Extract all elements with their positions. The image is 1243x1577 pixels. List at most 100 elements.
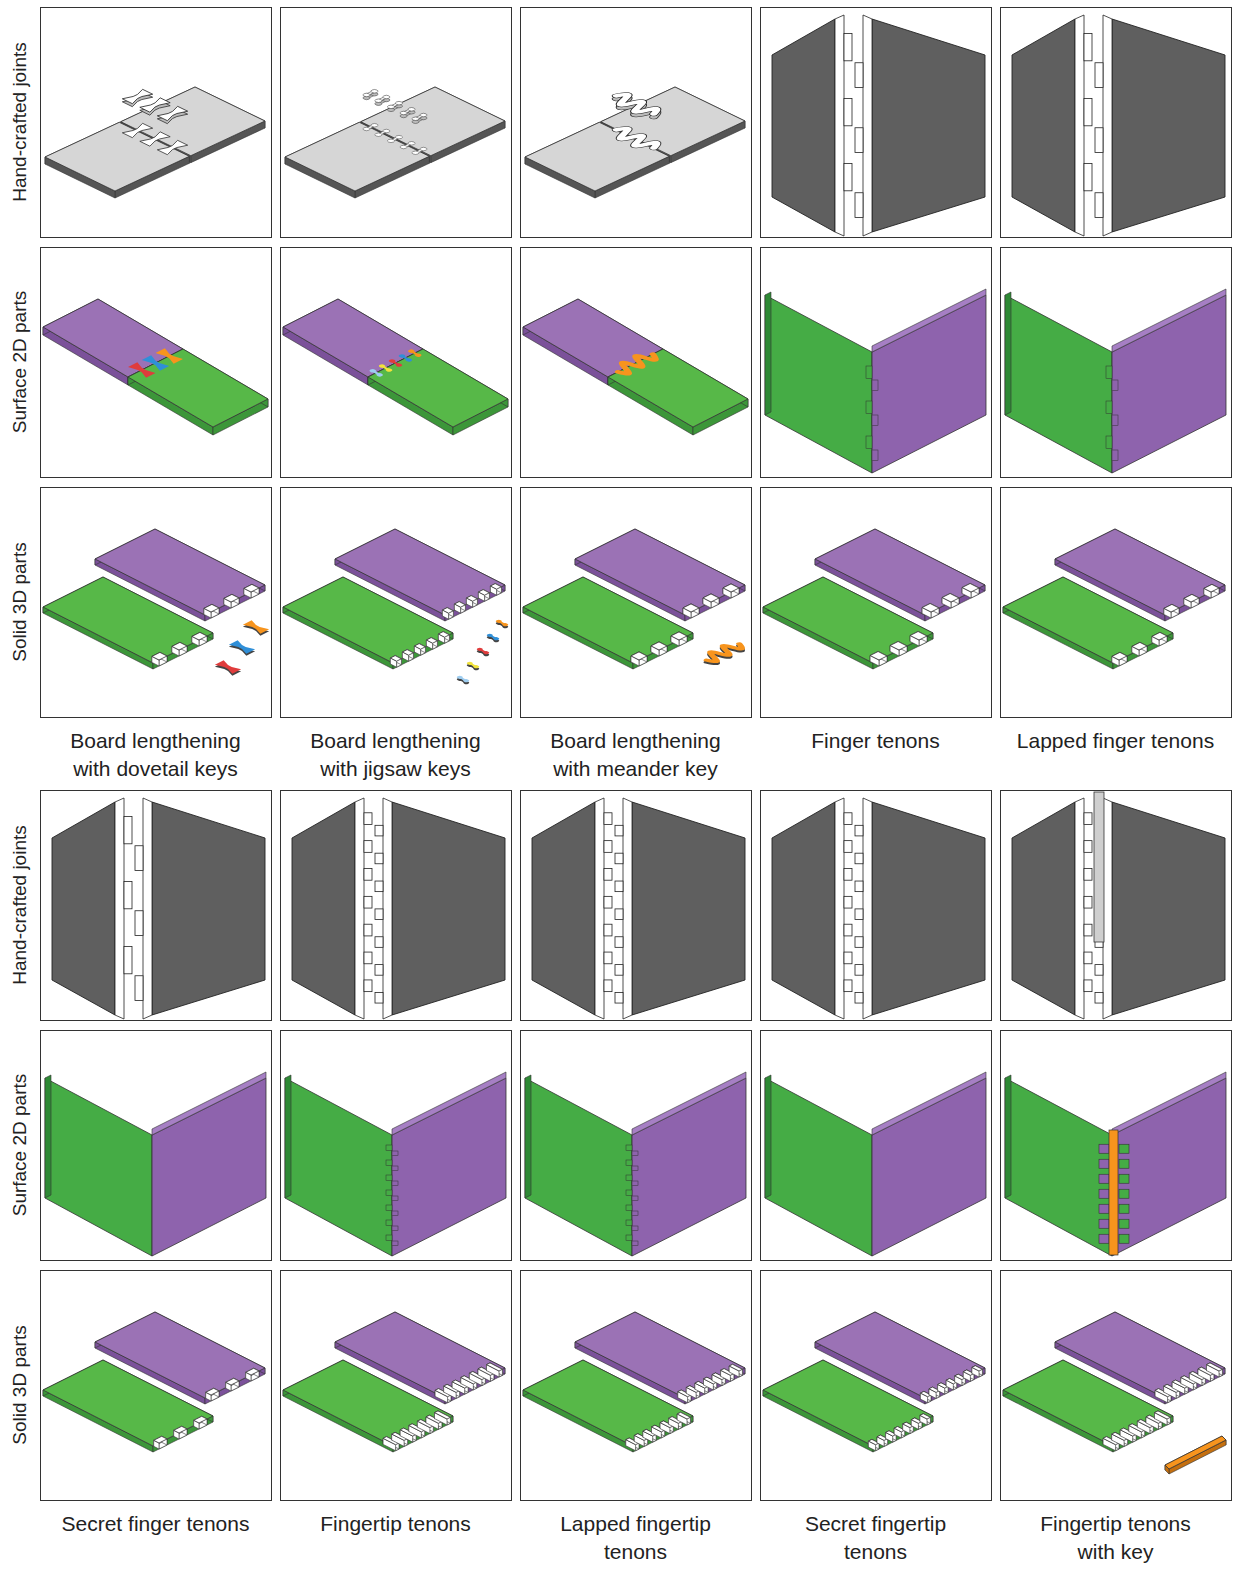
column-caption: Lapped fingertip tenons <box>541 1510 731 1566</box>
joint-shape <box>495 619 503 623</box>
joint-shape <box>454 602 465 608</box>
joint-shape <box>844 896 852 908</box>
joint-shape <box>1099 1189 1109 1198</box>
column-caption: Secret fingertip tenons <box>781 1510 971 1566</box>
joint-shape <box>615 881 623 892</box>
joint-shape <box>1003 1360 1173 1446</box>
joint-shape <box>1112 19 1225 232</box>
joint-shape <box>703 594 719 602</box>
joint-shape <box>523 1360 693 1446</box>
joint-shape <box>765 1078 872 1256</box>
joint-panel <box>1001 488 1232 718</box>
joint-shape <box>1003 577 1173 663</box>
joint-shape <box>388 359 397 364</box>
joint-shape <box>414 644 425 650</box>
joint-shape <box>143 798 152 1019</box>
joint-shape <box>1112 450 1118 461</box>
joint-panel <box>373 95 391 103</box>
joint-panel <box>1001 791 1232 1021</box>
joint-shape <box>844 869 852 881</box>
joint-shape <box>157 106 187 120</box>
joint-panel <box>243 620 269 633</box>
joint-shape <box>525 1075 531 1198</box>
joint-shape <box>142 355 169 370</box>
joint-panel <box>41 791 272 1021</box>
joint-shape <box>383 798 392 1019</box>
joint-shape <box>1119 1159 1129 1168</box>
joint-shape <box>152 652 167 660</box>
row-label: Surface 2D parts <box>8 247 32 477</box>
joint-shape <box>292 802 355 1015</box>
joint-panel <box>362 89 380 97</box>
joint-shape <box>844 841 852 853</box>
joint-panel <box>521 791 752 1021</box>
joint-panel <box>281 248 512 478</box>
joint-shape <box>1084 896 1092 908</box>
joint-shape <box>194 1416 207 1423</box>
joint-panel <box>41 1271 272 1501</box>
joint-shape <box>283 1360 453 1446</box>
joint-shape <box>370 89 380 94</box>
joint-shape <box>381 95 391 100</box>
joint-shape <box>124 947 132 974</box>
joint-shape <box>215 660 241 673</box>
joint-shape <box>765 1075 771 1198</box>
joint-shape <box>872 802 985 1015</box>
joint-shape <box>386 1160 392 1165</box>
joint-panel <box>521 248 752 478</box>
joint-shape <box>206 1388 219 1395</box>
joint-shape <box>1106 401 1112 413</box>
joint-shape <box>1132 642 1147 650</box>
joint-shape <box>392 1226 398 1231</box>
joint-shape <box>204 604 219 612</box>
joint-shape <box>375 965 383 976</box>
joint-shape <box>281 791 512 1021</box>
joint-shape <box>521 8 752 238</box>
joint-shape <box>375 372 384 377</box>
row-label: Hand-crafted joints <box>8 790 32 1020</box>
joint-shape <box>920 1414 931 1419</box>
joint-shape <box>281 1031 512 1261</box>
joint-shape <box>532 802 595 1015</box>
joint-panel <box>407 349 423 358</box>
column-caption: Board lengthening with meander key <box>541 727 731 783</box>
joint-panel <box>399 141 417 149</box>
joint-shape <box>398 354 407 359</box>
joint-shape <box>392 1211 398 1216</box>
joint-panel <box>399 107 417 115</box>
joint-shape <box>632 1211 638 1216</box>
joint-panel <box>215 660 241 673</box>
joint-shape <box>386 1220 392 1225</box>
joint-shape <box>226 1378 239 1385</box>
joint-shape <box>1084 99 1092 126</box>
joint-shape <box>632 1181 638 1186</box>
joint-shape <box>41 1031 272 1261</box>
joint-shape <box>1165 1436 1226 1469</box>
joint-shape <box>765 295 872 473</box>
joint-panel <box>761 791 992 1021</box>
joint-shape <box>632 1151 638 1156</box>
row-label: Solid 3D parts <box>8 1270 32 1500</box>
joint-shape <box>487 1363 503 1371</box>
joint-shape <box>523 299 663 377</box>
joint-shape <box>1112 415 1118 426</box>
joint-panel <box>157 106 187 120</box>
joint-shape <box>128 362 155 377</box>
joint-shape <box>632 802 745 1015</box>
joint-panel <box>41 8 272 238</box>
joint-panel <box>761 1271 992 1501</box>
row-label: Hand-crafted joints <box>8 7 32 237</box>
joint-shape <box>729 1364 742 1371</box>
column-caption: Fingertip tenons with key <box>1021 1510 1211 1566</box>
joint-shape <box>1005 295 1112 473</box>
joint-shape <box>411 116 421 121</box>
column-caption: Fingertip tenons <box>276 1510 516 1538</box>
joint-shape <box>604 952 612 964</box>
joint-shape <box>609 127 661 152</box>
joint-panel <box>700 641 745 664</box>
joint-shape <box>224 594 239 602</box>
joint-shape <box>41 8 272 238</box>
joint-panel <box>368 368 384 377</box>
